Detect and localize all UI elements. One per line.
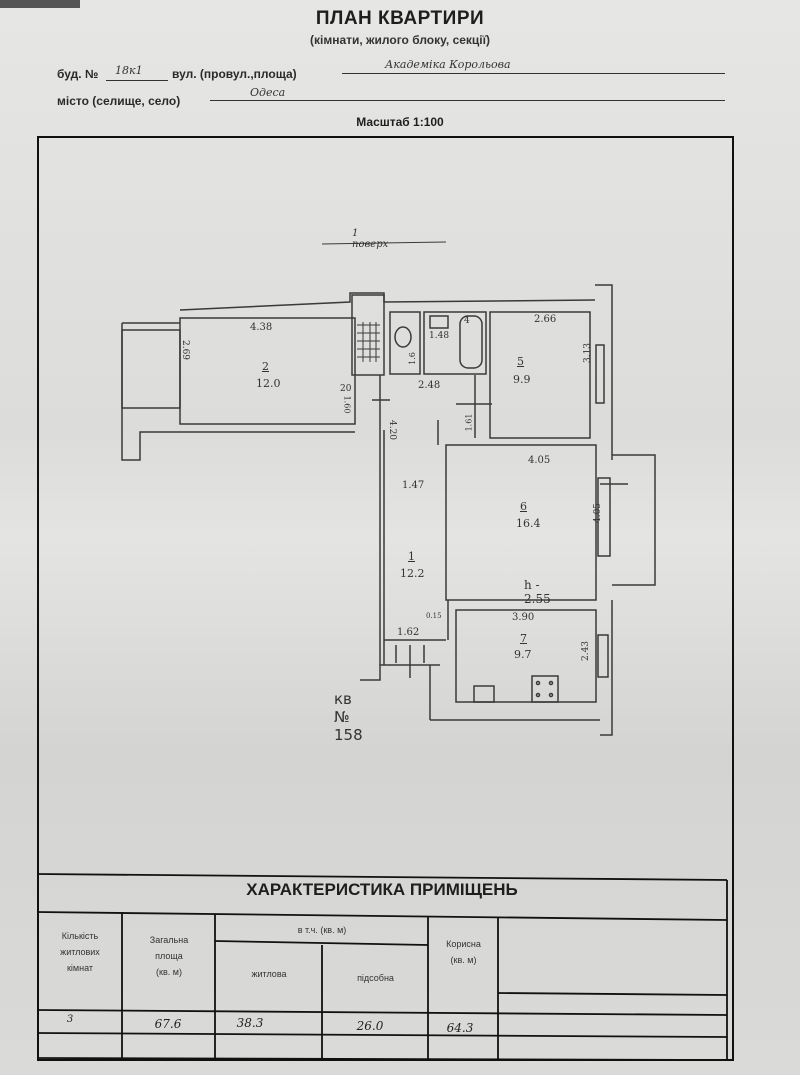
value-rooms-count: 3 bbox=[66, 1014, 74, 1025]
header-total-area-line-3: (кв. м) bbox=[156, 967, 182, 977]
room-1-number: 1 bbox=[408, 550, 415, 563]
scale-label: Масштаб 1:100 bbox=[356, 115, 444, 129]
value-living: 38.3 bbox=[236, 1016, 264, 1030]
room-7-area: 9.7 bbox=[514, 648, 532, 661]
room-5-number: 5 bbox=[517, 355, 524, 368]
header-rooms-count-line-2: житлових bbox=[60, 947, 100, 957]
header-total-area-line-2: площа bbox=[155, 951, 183, 961]
header-rooms-count-line-1: Кількість bbox=[61, 931, 99, 941]
room-7-width: 3.90 bbox=[512, 612, 535, 623]
document-title: ПЛАН КВАРТИРИ bbox=[315, 8, 485, 29]
room-6-width: 4.05 bbox=[528, 455, 551, 466]
header-incl: в т.ч. (кв. м) bbox=[297, 925, 347, 935]
room-5-width: 2.66 bbox=[534, 314, 557, 325]
value-auxiliary: 26.0 bbox=[356, 1019, 384, 1033]
bath-width: 1.48 bbox=[429, 331, 450, 341]
floor-note: 1 поверх bbox=[352, 228, 389, 250]
room-2-width: 4.38 bbox=[250, 322, 273, 333]
table-title: ХАРАКТЕРИСТИКА ПРИМІЩЕНЬ bbox=[246, 880, 518, 899]
room-2-number: 2 bbox=[262, 360, 269, 373]
city-value: Одеса bbox=[250, 86, 286, 99]
room-4-number: 4 bbox=[464, 316, 470, 326]
value-useful: 64.3 bbox=[446, 1021, 474, 1035]
value-total-area: 67.6 bbox=[154, 1017, 182, 1031]
room-1-area: 12.2 bbox=[400, 567, 425, 580]
header-total-area: Загальна площа (кв. м) bbox=[125, 932, 213, 980]
room-2-area: 12.0 bbox=[256, 377, 281, 390]
walls bbox=[121, 241, 656, 736]
room-6-number: 6 bbox=[520, 500, 527, 513]
corridor-top-dim: 2.48 bbox=[418, 380, 441, 391]
city-label: місто (селище, село) bbox=[57, 94, 181, 108]
header-total-area-line-1: Загальна bbox=[149, 935, 189, 945]
street-value: Академіка Корольова bbox=[385, 58, 511, 71]
closet-dim: 20 bbox=[340, 384, 352, 394]
street-label: вул. (провул.,площа) bbox=[172, 67, 297, 81]
plan-frame bbox=[37, 136, 734, 1061]
building-underline bbox=[106, 80, 168, 81]
header-useful-line-2: (кв. м) bbox=[450, 955, 477, 965]
apartment-label: кв № 158 bbox=[334, 690, 363, 744]
room-1-width: 1.47 bbox=[402, 480, 425, 491]
header-useful-line-1: Корисна bbox=[446, 939, 481, 949]
room-5-area: 9.9 bbox=[513, 373, 531, 386]
room-7-number: 7 bbox=[520, 632, 527, 645]
header-rooms-count: Кількість житлових кімнат bbox=[40, 928, 120, 976]
header-living: житлова bbox=[251, 969, 287, 979]
ceiling-height: h - 2.55 bbox=[524, 578, 551, 606]
header-auxiliary: підсобна bbox=[357, 973, 394, 983]
city-underline bbox=[210, 100, 725, 101]
header-rooms-count-line-3: кімнат bbox=[66, 963, 94, 973]
shadow bbox=[0, 0, 80, 8]
entry-dim: 1.62 bbox=[397, 627, 420, 638]
small-dim: 0.15 bbox=[426, 612, 442, 620]
building-value: 18к1 bbox=[115, 64, 143, 77]
street-underline bbox=[342, 73, 725, 74]
room-6-area: 16.4 bbox=[516, 517, 541, 530]
document-subtitle: (кімнати, жилого блоку, секції) bbox=[309, 33, 491, 47]
building-label: буд. № bbox=[57, 67, 99, 81]
header-useful: Корисна (кв. м) bbox=[430, 936, 497, 968]
